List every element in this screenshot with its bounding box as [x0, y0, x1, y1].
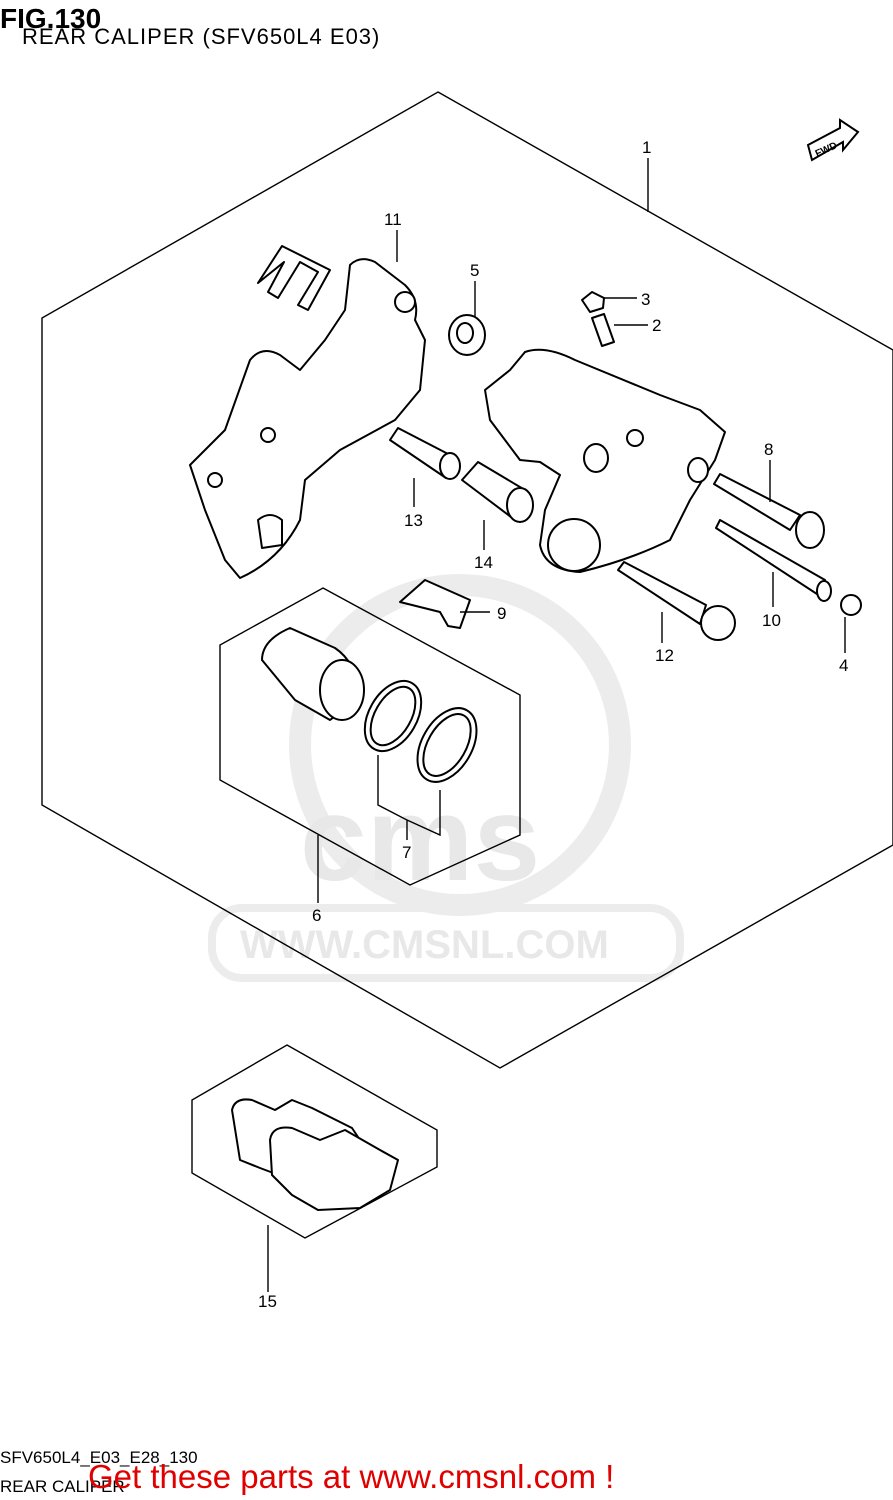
callout-15: 15 [258, 1292, 277, 1311]
callout-8: 8 [764, 440, 773, 459]
leader-lines [267, 158, 846, 1292]
fwd-arrow-icon: FWD [806, 118, 860, 162]
boot-5 [448, 314, 486, 356]
diagram-code: SFV650L4_E03_E28_130 [0, 1448, 198, 1467]
callout-10: 10 [762, 611, 781, 630]
figure-subtitle: REAR CALIPER (SFV650L4 E03) [22, 24, 380, 49]
callout-14: 14 [474, 553, 493, 572]
callout-4: 4 [839, 656, 848, 675]
promo-link[interactable]: Get these parts at www.cmsnl.com ! [88, 1458, 614, 1495]
callout-1: 1 [642, 138, 651, 157]
assembly-outline [41, 91, 893, 1069]
figure-label: FIG.130 [0, 3, 101, 34]
callout-11: 11 [384, 210, 402, 229]
callout-9: 9 [497, 604, 506, 623]
piston-kit-outline [219, 587, 521, 886]
cap-4 [840, 594, 862, 616]
callout-13: 13 [404, 511, 423, 530]
callout-5: 5 [470, 261, 479, 280]
callout-6: 6 [312, 906, 321, 925]
callout-12: 12 [655, 646, 674, 665]
watermark-url: WWW.CMSNL.COM [240, 923, 609, 967]
sleeve-13 [389, 427, 461, 480]
bleeder-cap-3 [581, 291, 605, 313]
caliper-body [484, 348, 726, 573]
bolt-12 [617, 561, 736, 641]
bolt-10 [715, 519, 832, 602]
piston [261, 627, 365, 721]
piston-seals [363, 679, 478, 783]
pin-8 [713, 473, 825, 549]
boot-14 [461, 461, 534, 523]
watermark: cms WWW.CMSNL.COM [208, 574, 684, 982]
bleeder-valve-2 [591, 313, 615, 347]
callout-3: 3 [641, 290, 650, 309]
pad-set-outline [191, 1044, 438, 1239]
plate-9 [399, 579, 471, 629]
pad-spring [257, 245, 331, 311]
caliper-bracket [189, 258, 426, 579]
callout-2: 2 [652, 316, 661, 335]
brake-pads [231, 1098, 399, 1211]
callout-7: 7 [402, 843, 411, 862]
watermark-logo: cms [300, 772, 540, 906]
callout-labels: 1 2 3 4 5 6 7 8 9 10 11 12 13 14 15 [258, 138, 848, 1311]
diagram-caption: REAR CALIPER [0, 1477, 125, 1496]
